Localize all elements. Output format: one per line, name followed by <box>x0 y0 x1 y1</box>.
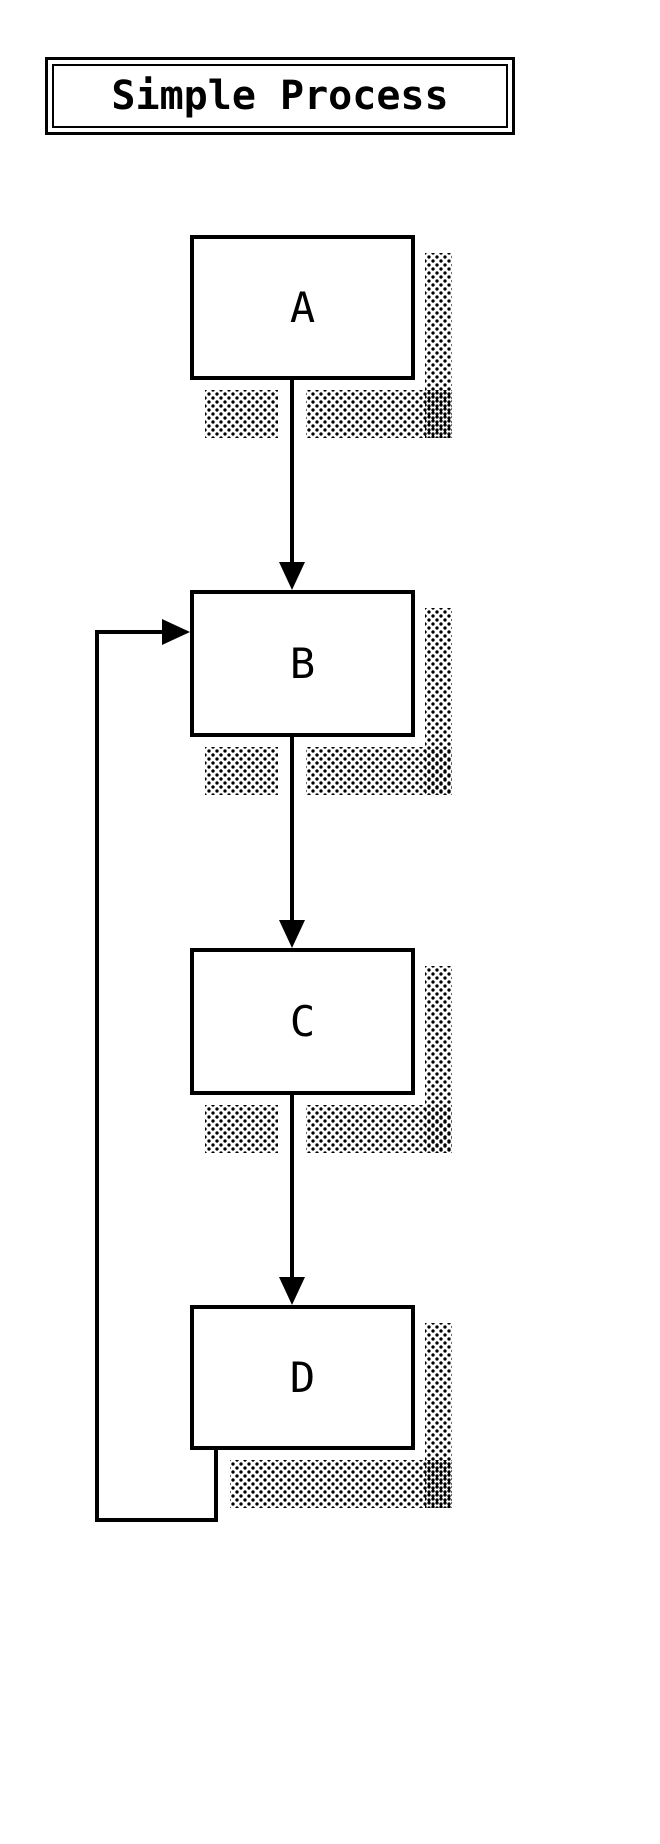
edge-d-b-up-segment <box>95 630 99 1522</box>
edge-b-c-line <box>290 737 294 924</box>
edge-b-c-arrowhead-icon <box>279 920 305 948</box>
edge-c-d <box>278 1095 306 1305</box>
edge-d-b-down-line <box>214 1450 218 1522</box>
edge-b-c <box>278 737 306 948</box>
node-b: B <box>190 590 415 737</box>
edge-a-b-line <box>290 380 294 566</box>
edge-a-b-arrowhead-icon <box>279 562 305 590</box>
node-b-label: B <box>289 639 316 688</box>
edge-d-b-arrowhead-icon <box>162 619 190 645</box>
edge-a-b <box>278 380 306 590</box>
edge-d-b-down-segment <box>202 1450 230 1522</box>
node-b-shadow-bottom <box>205 747 452 795</box>
edge-d-b-bottom-segment <box>95 1518 218 1522</box>
edge-c-d-line <box>290 1095 294 1281</box>
node-a-shadow-bottom <box>205 390 452 438</box>
node-c: C <box>190 948 415 1095</box>
diagram-title: Simple Process <box>52 64 508 128</box>
node-a-label: A <box>289 283 316 332</box>
edge-c-d-arrowhead-icon <box>279 1277 305 1305</box>
node-d: D <box>190 1305 415 1450</box>
node-c-shadow-bottom <box>205 1105 452 1153</box>
diagram-title-box: Simple Process <box>45 57 515 135</box>
node-d-label: D <box>289 1353 316 1402</box>
edge-d-b-top-segment <box>95 630 164 634</box>
node-c-label: C <box>289 997 316 1046</box>
node-a: A <box>190 235 415 380</box>
node-d-shadow-bottom <box>205 1460 452 1508</box>
